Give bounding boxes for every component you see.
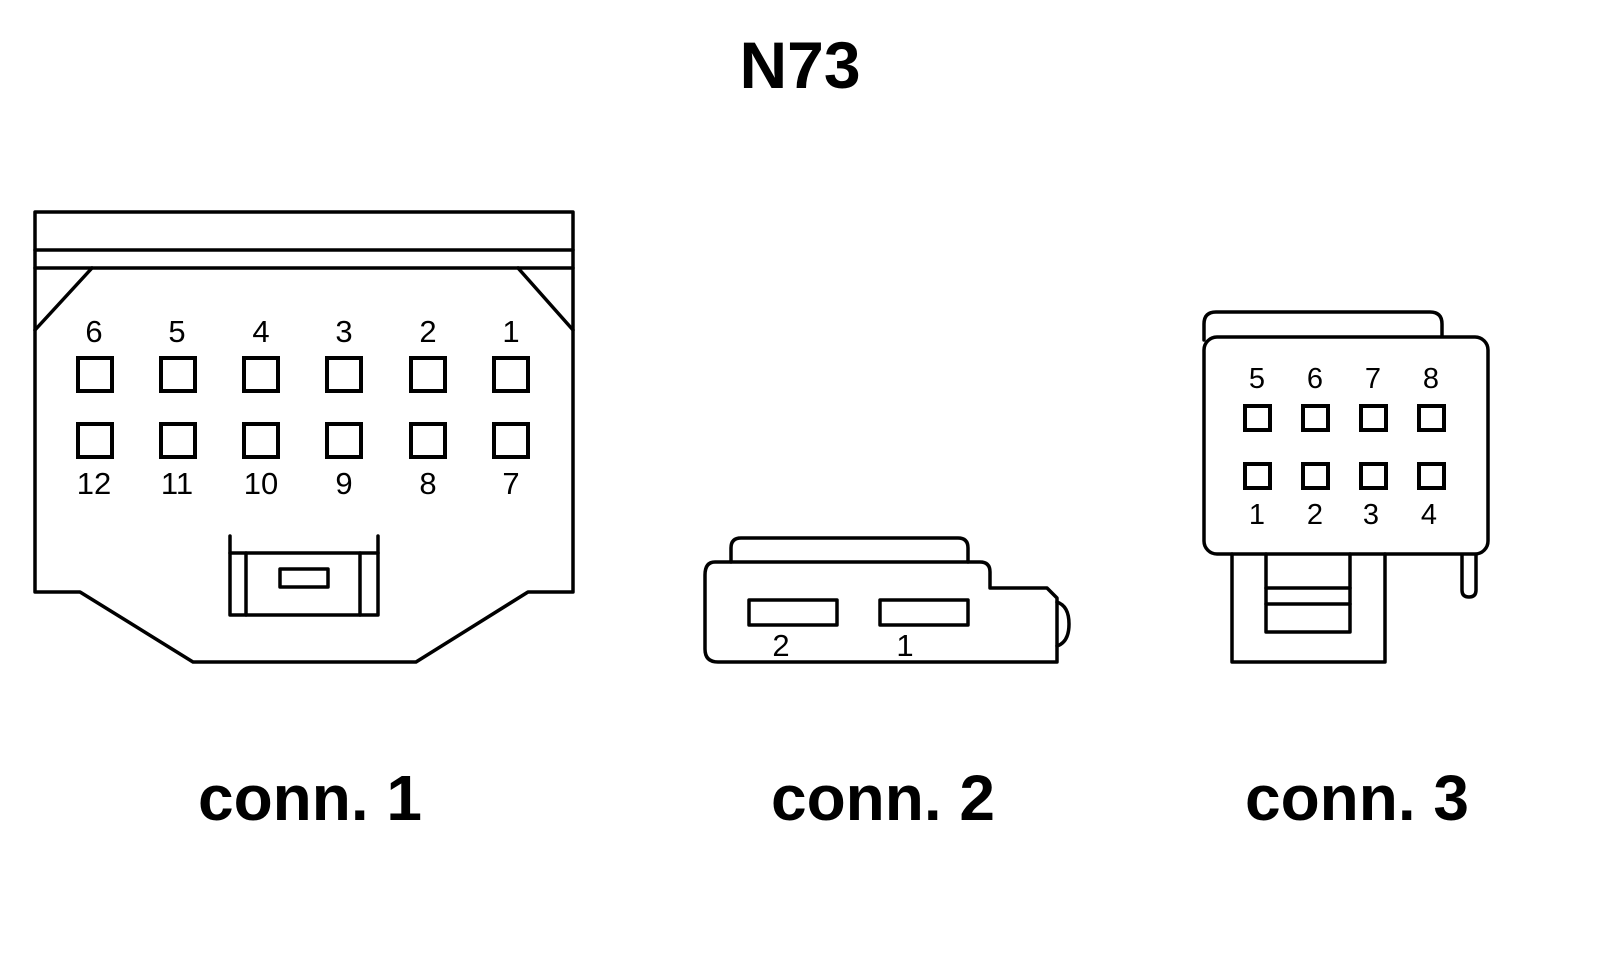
connector-1-pin-labels: 6 5 4 3 2 1 12 11 10 9 8 7 bbox=[77, 314, 520, 501]
pin-cavity bbox=[159, 422, 197, 459]
connector-3-pin-labels: 5 6 7 8 1 2 3 4 bbox=[1249, 363, 1439, 531]
connector-1-pins bbox=[76, 356, 530, 459]
connector-3: 5 6 7 8 1 2 3 4 conn. 3 bbox=[1202, 310, 1490, 834]
pin-label: 2 bbox=[1307, 499, 1323, 531]
pin-label: 6 bbox=[1307, 363, 1323, 395]
pin-cavity bbox=[409, 422, 447, 459]
connector-2-pin-labels: 2 1 bbox=[772, 628, 913, 663]
connector-3-label: conn. 3 bbox=[1245, 762, 1469, 834]
pin-label: 4 bbox=[252, 314, 269, 349]
pin-label: 7 bbox=[502, 466, 519, 501]
pin-label: 1 bbox=[502, 314, 519, 349]
pin-cavity bbox=[492, 356, 530, 393]
terminal-slot bbox=[747, 598, 839, 627]
pin-cavity bbox=[1243, 462, 1272, 490]
pin-label: 3 bbox=[1363, 499, 1379, 531]
connector-1: 6 5 4 3 2 1 12 11 10 9 8 7 conn. 1 bbox=[33, 210, 575, 834]
pin-cavity bbox=[76, 422, 114, 459]
pin-cavity bbox=[242, 356, 280, 393]
pin-label: 1 bbox=[1249, 499, 1265, 531]
pin-label: 5 bbox=[1249, 363, 1265, 395]
pin-cavity bbox=[1301, 462, 1330, 490]
pin-cavity bbox=[325, 356, 363, 393]
connector-1-label: conn. 1 bbox=[198, 762, 422, 834]
connector-2: 2 1 conn. 2 bbox=[703, 536, 1071, 834]
terminal-slot bbox=[878, 598, 970, 627]
pin-cavity bbox=[1301, 404, 1330, 432]
connector-2-housing bbox=[703, 536, 1071, 664]
pin-cavity bbox=[1359, 404, 1388, 432]
pin-cavity bbox=[1243, 404, 1272, 432]
pin-label: 11 bbox=[161, 466, 193, 501]
pin-label: 8 bbox=[419, 466, 436, 501]
connector-1-housing bbox=[33, 210, 575, 664]
pin-cavity bbox=[76, 356, 114, 393]
pin-cavity bbox=[1359, 462, 1388, 490]
pin-label: 8 bbox=[1423, 363, 1439, 395]
pin-cavity bbox=[492, 422, 530, 459]
pin-label: 12 bbox=[77, 466, 111, 501]
pin-cavity bbox=[1417, 404, 1446, 432]
connector-2-label: conn. 2 bbox=[771, 762, 995, 834]
pin-cavity bbox=[409, 356, 447, 393]
pin-label: 3 bbox=[335, 314, 352, 349]
pin-cavity bbox=[1417, 462, 1446, 490]
pin-label: 2 bbox=[772, 628, 789, 663]
pin-cavity bbox=[325, 422, 363, 459]
pin-label: 5 bbox=[168, 314, 185, 349]
pin-label: 10 bbox=[244, 466, 278, 501]
diagram-title: N73 bbox=[739, 28, 860, 102]
connector-3-housing bbox=[1202, 310, 1490, 664]
pin-label: 6 bbox=[85, 314, 102, 349]
pin-label: 7 bbox=[1365, 363, 1381, 395]
pin-label: 4 bbox=[1421, 499, 1437, 531]
pin-cavity bbox=[159, 356, 197, 393]
connector-3-pins bbox=[1243, 404, 1446, 490]
pin-cavity bbox=[242, 422, 280, 459]
pin-label: 9 bbox=[335, 466, 352, 501]
pin-label: 2 bbox=[419, 314, 436, 349]
pin-label: 1 bbox=[896, 628, 913, 663]
